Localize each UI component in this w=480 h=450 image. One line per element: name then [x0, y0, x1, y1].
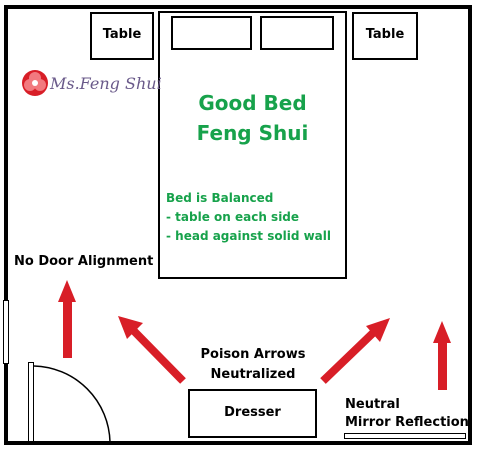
right-table: [352, 12, 418, 60]
poison-arrows-label-line1: Poison Arrows: [200, 347, 306, 362]
door-frame: [3, 300, 9, 364]
right-table-label: Table: [365, 27, 405, 42]
door-panel: [28, 362, 34, 442]
bed-note-line2: - table on each side: [166, 210, 300, 224]
door-alignment-label: No Door Alignment: [14, 254, 154, 269]
dresser-label: Dresser: [224, 405, 281, 420]
right-pillow: [260, 16, 334, 50]
bed-note-line3: - head against solid wall: [166, 229, 331, 243]
mirror-label-line2: Mirror Reflection: [345, 415, 469, 430]
bed-title-line2: Feng Shui: [196, 121, 309, 145]
mirror: [344, 433, 466, 439]
left-pillow: [171, 16, 252, 50]
mirror-label-line1: Neutral: [345, 397, 400, 412]
left-table: [90, 12, 154, 60]
bed-title-line1: Good Bed: [198, 91, 307, 115]
poison-arrows-label-line2: Neutralized: [210, 367, 296, 382]
dresser: [188, 389, 317, 438]
bed: [158, 11, 347, 279]
logo-text: Ms.Feng Shui: [50, 74, 162, 93]
bed-note-line1: Bed is Balanced: [166, 191, 274, 205]
left-table-label: Table: [102, 27, 142, 42]
